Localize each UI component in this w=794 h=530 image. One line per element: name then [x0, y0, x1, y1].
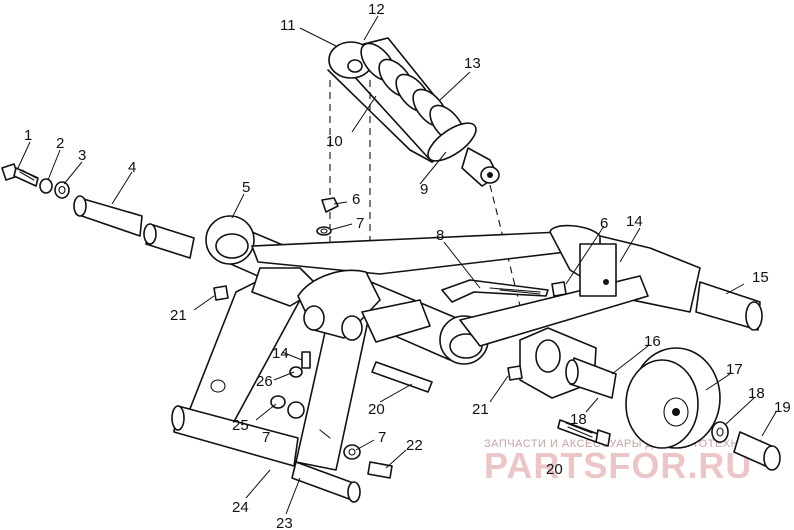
callout-5: 5: [242, 179, 250, 196]
washer-25b: [287, 401, 305, 419]
spring-arm-8: [441, 279, 549, 303]
leader-lines: [17, 15, 777, 515]
idler-wheel-17: [625, 347, 721, 449]
washer-18-hole: [716, 427, 724, 437]
nut-21-left: [213, 285, 229, 301]
callout-20-lower: 20: [546, 461, 563, 478]
callout-18-right: 18: [748, 385, 765, 402]
washer-7-top-hole: [320, 228, 328, 234]
callout-18-lower: 18: [570, 411, 587, 428]
callout-22: 22: [406, 437, 423, 454]
mount-brackets: [251, 267, 431, 343]
callout-17: 17: [726, 361, 743, 378]
callout-21-right: 21: [472, 401, 489, 418]
callouts: 1 2 3 4 5 6 6 7 7 7 8 9 10 11 12 13 14 1…: [24, 1, 791, 530]
nut-6-top: [321, 197, 339, 213]
callout-15: 15: [752, 269, 769, 286]
bolt-14-lower: [301, 351, 311, 369]
bolt-1: [1, 163, 39, 187]
callout-14-right: 14: [626, 213, 643, 230]
callout-6-right: 6: [600, 215, 608, 232]
callout-8: 8: [436, 227, 444, 244]
nut-6-right: [551, 281, 567, 297]
callout-6-top: 6: [352, 191, 360, 208]
bolt-22: [367, 461, 393, 479]
callout-7-lower: 7: [378, 429, 386, 446]
callout-16: 16: [644, 333, 661, 350]
washer-7-top: [316, 226, 332, 236]
callout-3: 3: [78, 147, 86, 164]
washer-18: [711, 421, 729, 443]
callout-19: 19: [774, 399, 791, 416]
washer-7-lower-hole: [348, 448, 356, 456]
washer-3-hole: [58, 185, 66, 195]
shock-absorber: [327, 37, 500, 187]
shaft-15: [695, 281, 761, 331]
callout-26: 26: [256, 373, 273, 390]
callout-25: 25: [232, 417, 249, 434]
callout-12: 12: [368, 1, 385, 18]
callout-21-left: 21: [170, 307, 187, 324]
pin: [319, 429, 331, 439]
washer-2: [39, 178, 53, 194]
callout-24: 24: [232, 499, 249, 516]
callout-11: 11: [280, 17, 296, 34]
washer-3: [54, 181, 70, 199]
watermark-brand: PARTSFOR.RU: [484, 445, 752, 486]
callout-7-left: 7: [262, 429, 270, 446]
bolt-20-upper: [371, 361, 433, 393]
nut-21-right: [507, 365, 523, 381]
callout-10: 10: [326, 133, 343, 150]
bolt-18: [557, 419, 611, 447]
watermark: ЗАПЧАСТИ И АКСЕССУАРЫ ДЛЯ МОТОТЕХНИКИ PA…: [484, 438, 762, 486]
bracket-assembly: [519, 327, 617, 399]
callout-23: 23: [276, 515, 293, 530]
rear-arm-assembly: [459, 224, 763, 347]
callout-20-upper: 20: [368, 401, 385, 418]
upper-rail: [251, 231, 601, 275]
spacer-tube-4: [73, 195, 195, 259]
callout-1: 1: [24, 127, 32, 144]
callout-4: 4: [128, 159, 136, 176]
swing-arm: [171, 275, 373, 503]
nut-26: [289, 366, 303, 378]
callout-2: 2: [56, 135, 64, 152]
washer-7-lower: [343, 444, 361, 460]
spacer-19: [733, 431, 781, 471]
callout-9: 9: [420, 181, 428, 198]
callout-13: 13: [464, 55, 481, 72]
callout-14-left: 14: [272, 345, 289, 362]
callout-7-top: 7: [356, 215, 364, 232]
